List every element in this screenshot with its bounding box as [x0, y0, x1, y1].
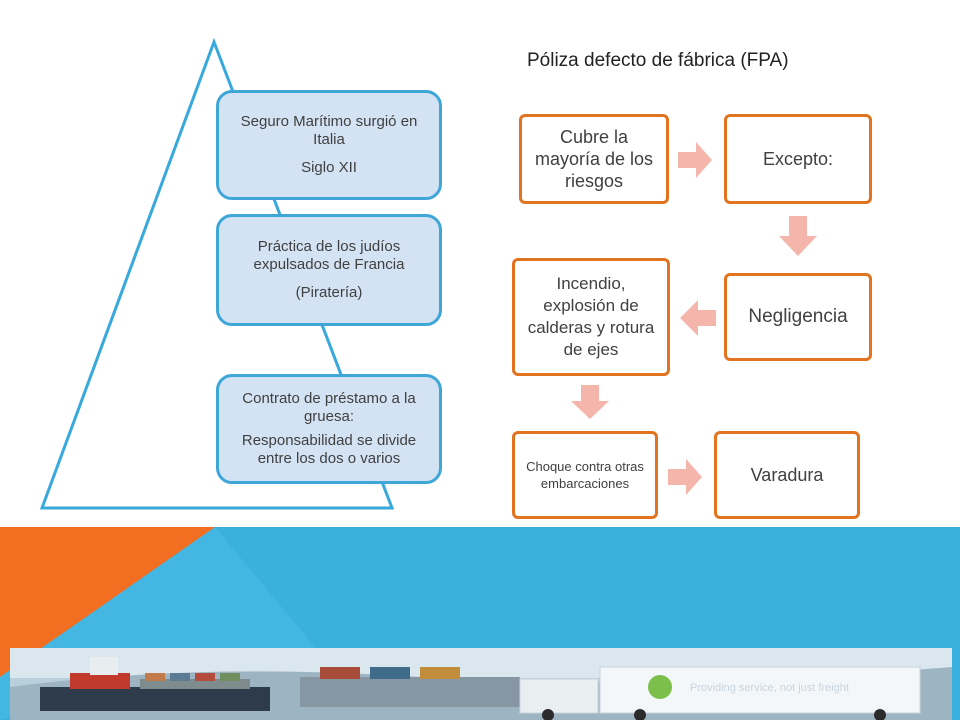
ship-image: [40, 657, 270, 711]
flow-box-negligencia: Negligencia: [724, 273, 872, 361]
flow-box-excepto-label: Excepto:: [762, 149, 834, 169]
pyramid-box-bottom-line-2: Responsabilidad se divide entre los dos …: [241, 432, 417, 467]
flow-box-cubre-label: Cubre la mayoría de los riesgos: [534, 127, 654, 191]
port-image: [300, 667, 520, 707]
flow-title: Póliza defecto de fábrica (FPA): [527, 50, 789, 71]
arrow-right-1: [678, 142, 712, 178]
arrow-down-2: [571, 385, 609, 419]
pyramid-box-bottom: Contrato de préstamo a la gruesa: Respon…: [216, 374, 442, 484]
flow-box-varadura-label: Varadura: [750, 465, 824, 485]
pyramid-box-top-line-1: Seguro Marítimo surgió en Italia: [240, 113, 418, 148]
flow-box-cubre: Cubre la mayoría de los riesgos: [519, 114, 669, 204]
flow-box-excepto: Excepto:: [724, 114, 872, 204]
flow-box-incendio-label: Incendio, explosión de calderas y rotura…: [527, 274, 655, 359]
truck-slogan: Providing service, not just freight: [690, 682, 849, 694]
arrow-down-1: [779, 216, 817, 256]
flow-box-choque: Choque contra otras embarcaciones: [512, 431, 658, 519]
arrow-left-1: [680, 300, 716, 336]
pyramid-box-middle-line-2: (Piratería): [295, 284, 363, 301]
arrow-right-2: [668, 459, 702, 495]
pyramid-box-top-line-2: Siglo XII: [301, 159, 357, 176]
pyramid-box-middle-line-1: Práctica de los judíos expulsados de Fra…: [253, 238, 405, 273]
truck-image: Providing service, not just freight: [519, 666, 921, 720]
flow-box-negligencia-label: Negligencia: [748, 306, 848, 327]
pyramid-box-bottom-line-1: Contrato de préstamo a la gruesa:: [242, 390, 416, 425]
pyramid-box-middle: Práctica de los judíos expulsados de Fra…: [216, 214, 442, 326]
pyramid-box-top: Seguro Marítimo surgió en Italia Siglo X…: [216, 90, 442, 200]
flow-box-choque-label: Choque contra otras embarcaciones: [526, 459, 644, 491]
flow-box-incendio: Incendio, explosión de calderas y rotura…: [512, 258, 670, 376]
flow-box-varadura: Varadura: [714, 431, 860, 519]
footer-banner: Providing service, not just freight: [0, 527, 960, 720]
